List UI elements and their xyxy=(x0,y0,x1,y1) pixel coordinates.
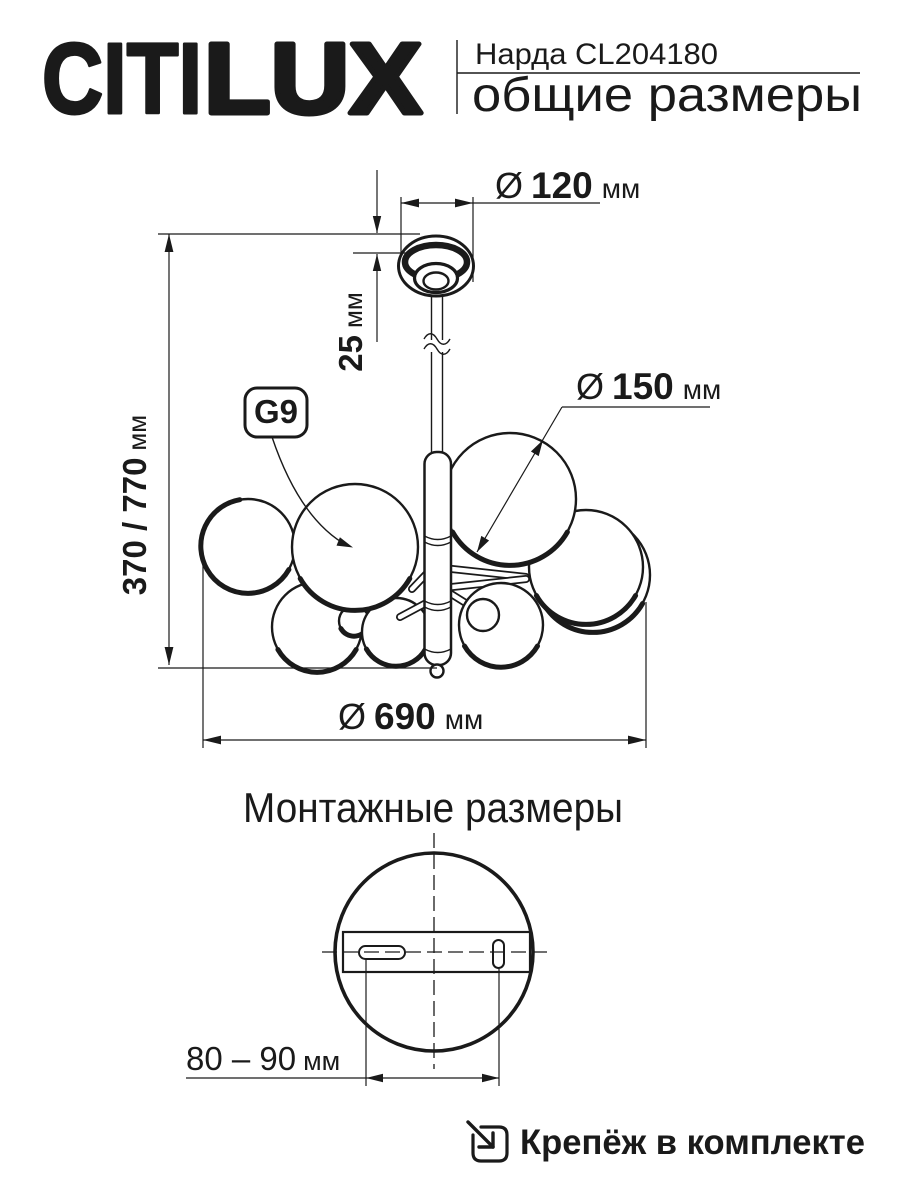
overall-height-label: 370 / 770мм xyxy=(116,415,153,595)
sphere-shade xyxy=(297,576,413,613)
sphere-shade xyxy=(275,647,359,675)
mounting-slot-vertical xyxy=(492,939,505,969)
sphere-shade xyxy=(204,567,292,596)
rod-break-gap xyxy=(423,340,451,352)
mounting-section-title: Монтажные размеры xyxy=(243,784,623,831)
canopy-height-label: 25мм xyxy=(332,292,369,371)
stem-finial-ball xyxy=(429,663,445,679)
logo-lux: LUX xyxy=(204,23,422,135)
rod-break-symbol xyxy=(423,343,451,355)
product-name: Нарда CL204180 xyxy=(475,38,718,71)
footer: Крепёж в комплекте xyxy=(466,1120,865,1163)
lamp-socket xyxy=(465,597,501,633)
logo-citi: CITI xyxy=(42,23,202,135)
ceiling-canopy xyxy=(397,234,475,298)
sphere-shade xyxy=(462,643,540,670)
suspension-rod xyxy=(423,284,451,452)
sphere-shade xyxy=(450,529,570,568)
hardware-included-note: Крепёж в комплекте xyxy=(520,1123,865,1162)
rod-break-symbol xyxy=(423,333,451,345)
mounting-slot-horizontal xyxy=(358,945,406,960)
arrow-into-box-icon xyxy=(466,1120,509,1163)
central-stem xyxy=(423,450,453,679)
dim-overall-height: 370 / 770мм xyxy=(116,234,437,669)
page-title: общие размеры xyxy=(472,69,862,122)
socket-type-label: G9 xyxy=(254,393,298,430)
header: CITI LUX Нарда CL204180 общие размеры xyxy=(41,21,863,138)
glass-spheres xyxy=(198,431,652,675)
dim-canopy-height: 25мм xyxy=(158,170,420,372)
sphere-shade xyxy=(533,593,639,627)
sphere-shade xyxy=(363,646,429,669)
socket-callout: G9 xyxy=(243,386,353,548)
